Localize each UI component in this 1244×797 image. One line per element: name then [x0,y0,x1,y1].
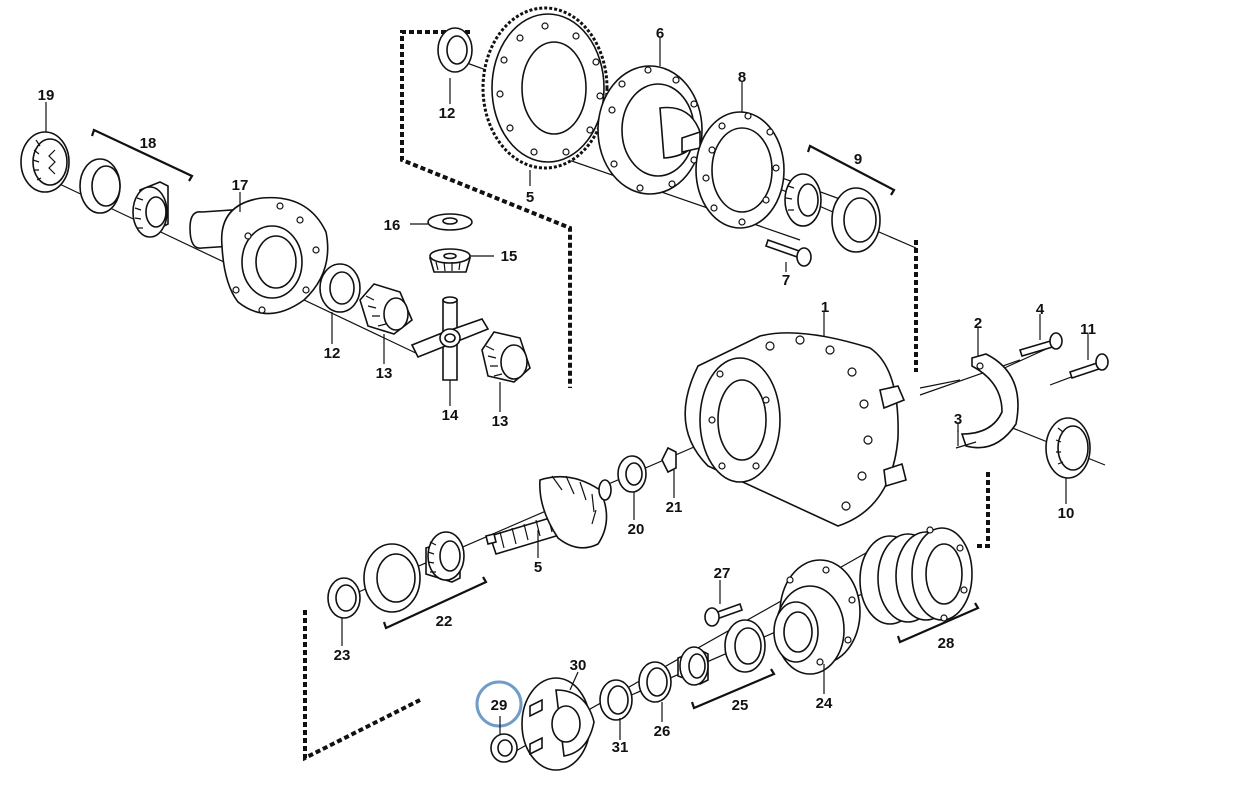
part-27-bolt[interactable] [704,602,744,627]
part-12-thrust-washer-lower[interactable] [319,263,361,313]
label-19[interactable]: 19 [38,87,55,104]
label-22[interactable]: 22 [436,613,453,630]
part-2-bearing-cap[interactable] [960,353,1019,449]
label-5-lower[interactable]: 5 [534,559,542,576]
label-5-upper[interactable]: 5 [526,189,534,206]
part-5-drive-pinion[interactable] [485,475,612,555]
part-14-spider-cross[interactable] [410,296,490,381]
part-9-bearing[interactable] [784,173,881,253]
lower-group-outline [303,472,990,762]
label-10[interactable]: 10 [1058,505,1075,522]
part-18-bearing[interactable] [79,158,169,238]
label-8[interactable]: 8 [738,69,746,86]
label-12-upper[interactable]: 12 [439,105,456,122]
label-12-lower[interactable]: 12 [324,345,341,362]
label-17[interactable]: 17 [232,177,249,194]
part-12-thrust-washer-upper[interactable] [437,27,473,73]
part-7-bolt[interactable] [764,238,812,267]
label-3[interactable]: 3 [954,411,962,428]
label-1[interactable]: 1 [821,299,829,316]
label-14[interactable]: 14 [442,407,459,424]
label-16[interactable]: 16 [384,217,401,234]
bracket-18 [90,128,194,182]
label-13-left[interactable]: 13 [376,365,393,382]
part-13-side-gear-right[interactable] [481,331,531,383]
bracket-9 [806,144,896,196]
label-7[interactable]: 7 [782,272,790,289]
label-21[interactable]: 21 [666,499,683,516]
part-8-lock-plate[interactable] [695,111,785,229]
part-20-bearing[interactable] [617,455,647,493]
part-21-lock-washer[interactable] [661,446,677,474]
label-leaders [45,38,1089,740]
part-17-diff-case[interactable] [189,196,329,315]
part-23-seal[interactable] [327,577,361,619]
label-31[interactable]: 31 [612,739,629,756]
part-26-seal[interactable] [638,661,672,703]
label-26[interactable]: 26 [654,723,671,740]
label-9[interactable]: 9 [854,151,862,168]
bracket-22 [382,576,488,630]
bracket-28 [896,602,980,644]
label-27[interactable]: 27 [714,565,731,582]
part-22-pinion-bearing[interactable] [363,531,465,613]
part-labels: 1 2 3 4 5 5 6 7 8 9 10 11 12 12 13 13 14… [38,25,1096,756]
part-3-pin[interactable] [955,430,977,449]
label-2[interactable]: 2 [974,315,982,332]
part-25-bearing[interactable] [677,619,766,686]
label-25[interactable]: 25 [732,697,749,714]
part-4-bolt[interactable] [1018,332,1063,357]
label-28[interactable]: 28 [938,635,955,652]
part-24-pinion-housing[interactable] [773,559,861,675]
part-28-shims[interactable] [859,526,973,625]
label-11[interactable]: 11 [1080,321,1096,338]
label-4[interactable]: 4 [1036,301,1045,318]
part-19-bearing-ring[interactable] [20,131,70,193]
part-11-bolt[interactable] [1068,353,1109,380]
part-29-flange-nut[interactable] [490,733,518,763]
label-18[interactable]: 18 [140,135,157,152]
label-23[interactable]: 23 [334,647,351,664]
part-15-pinion-gear[interactable] [428,248,472,273]
label-29-highlight-ring [475,680,523,728]
part-31-seal[interactable] [599,679,633,721]
part-10-adjusting-ring[interactable] [1045,417,1091,479]
label-24[interactable]: 24 [816,695,833,712]
upper-group-outline [400,30,918,388]
label-20[interactable]: 20 [628,521,645,538]
label-30[interactable]: 30 [570,657,587,674]
part-30-companion-flange[interactable] [521,677,595,771]
part-5-ring-gear[interactable] [481,6,609,170]
part-1-axle-housing[interactable] [684,332,907,527]
bracket-25 [690,668,776,710]
part-16-washer[interactable] [427,213,473,231]
label-15[interactable]: 15 [501,248,518,265]
label-13-right[interactable]: 13 [492,413,509,430]
label-29[interactable]: 29 [491,697,508,714]
part-6-flange-case[interactable] [597,65,703,195]
label-6[interactable]: 6 [656,25,664,42]
part-13-side-gear-left[interactable] [359,283,413,335]
